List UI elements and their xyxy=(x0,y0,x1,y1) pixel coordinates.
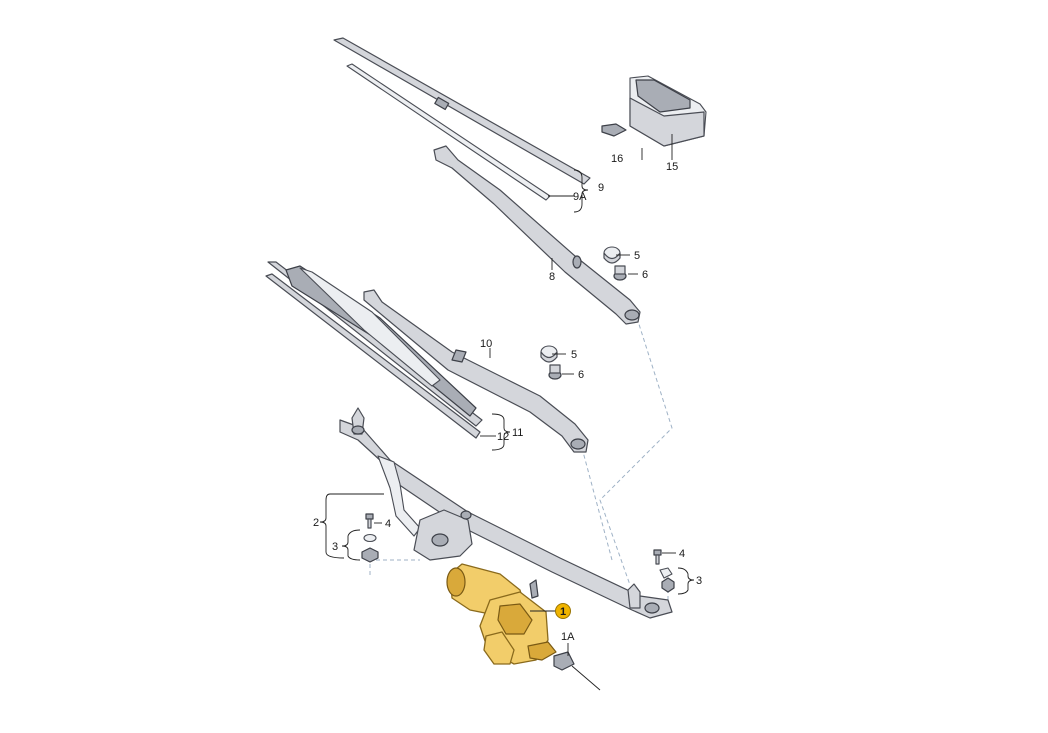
nut-lower xyxy=(548,364,562,380)
leader-lines xyxy=(319,134,695,656)
nut-left xyxy=(361,547,379,563)
cap-upper xyxy=(603,246,621,264)
label-8: 8 xyxy=(549,271,555,283)
wiper-linkage-frame xyxy=(339,407,673,619)
label-10: 10 xyxy=(480,338,492,350)
washer-left-1 xyxy=(363,533,377,543)
label-15: 15 xyxy=(666,161,678,173)
label-16: 16 xyxy=(611,153,623,165)
label-9: 9 xyxy=(598,182,604,194)
wiper-motor xyxy=(446,563,557,665)
rain-sensor xyxy=(601,75,707,147)
label-3-left: 3 xyxy=(332,541,338,553)
bolt-left xyxy=(365,513,374,529)
wiring-connector xyxy=(553,651,601,691)
label-4-left: 4 xyxy=(385,518,391,530)
label-3-right: 3 xyxy=(696,575,702,587)
callout-labels: 15 16 9 9A 8 5 6 10 5 6 11 12 2 4 3 4 3 … xyxy=(313,153,702,643)
label-12: 12 xyxy=(497,431,509,443)
nut-right xyxy=(661,577,675,593)
label-9A: 9A xyxy=(573,191,587,203)
label-5-upper: 5 xyxy=(634,250,640,262)
label-1: 1 xyxy=(560,606,566,618)
washer-right xyxy=(659,567,673,579)
upper-wiper-arm xyxy=(433,145,641,325)
lower-wiper-blade xyxy=(265,261,483,439)
label-2: 2 xyxy=(313,517,319,529)
part-number-badge: 1 xyxy=(555,603,571,619)
label-6-lower: 6 xyxy=(578,369,584,381)
cap-lower xyxy=(540,345,558,363)
label-1A: 1A xyxy=(561,631,575,643)
bolt-right xyxy=(653,549,662,565)
label-6-upper: 6 xyxy=(642,269,648,281)
label-11: 11 xyxy=(512,427,523,439)
label-5-lower: 5 xyxy=(571,349,577,361)
lower-wiper-arm xyxy=(363,289,589,453)
label-4-right: 4 xyxy=(679,548,685,560)
nut-upper xyxy=(613,265,627,281)
